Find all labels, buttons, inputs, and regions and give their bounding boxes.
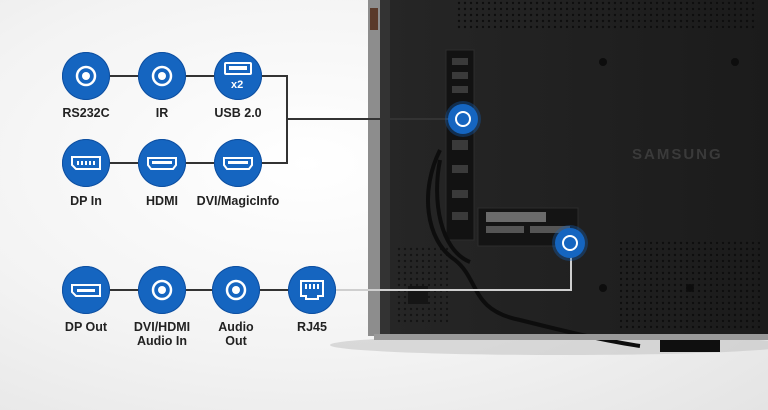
usb-count-badge: x2 <box>231 79 244 91</box>
ir-label: IR <box>155 106 169 120</box>
line-usb-right <box>262 75 288 77</box>
dp-in-label: DP In <box>70 194 102 208</box>
rs232c-label: RS232C <box>62 106 110 120</box>
brand-logo: SAMSUNG <box>632 146 723 163</box>
dvi-hdmi-audio-in-label-line1: DVI/HDMI <box>133 320 191 334</box>
dp-out-label: DP Out <box>64 320 108 334</box>
dvi-hdmi-audio-in-label-line2: Audio In <box>137 334 187 348</box>
usb-port-icon: x2 <box>214 52 262 100</box>
audio-out-port-icon <box>212 266 260 314</box>
hotspot-bottom-ports[interactable] <box>555 228 585 258</box>
dp-in-port-icon <box>62 139 110 187</box>
dvi-label: DVI/MagicInfo <box>196 194 280 208</box>
audio-out-label-line2: Out <box>225 334 247 348</box>
line-rj45-right <box>336 289 571 291</box>
dvi-hdmi-audio-in-label: DVI/HDMI Audio In <box>122 320 202 348</box>
hdmi-label: HDMI <box>146 194 178 208</box>
rj45-label: RJ45 <box>297 320 327 334</box>
dp-out-port-icon <box>62 266 110 314</box>
line-dvi-right <box>262 162 288 164</box>
hdmi-port-icon <box>138 139 186 187</box>
line-to-top-panel <box>287 118 451 120</box>
line-vertical-bottom <box>570 254 572 291</box>
line-row3 <box>110 289 288 291</box>
audio-out-label-line1: Audio <box>218 320 254 334</box>
usb-label: USB 2.0 <box>214 106 262 120</box>
audio-out-label: Audio Out <box>196 320 276 348</box>
hotspot-top-ports[interactable] <box>448 104 478 134</box>
dvi-hdmi-audio-in-port-icon <box>138 266 186 314</box>
ir-port-icon <box>138 52 186 100</box>
rs232c-port-icon <box>62 52 110 100</box>
rj45-port-icon <box>288 266 336 314</box>
dvi-port-icon <box>214 139 262 187</box>
